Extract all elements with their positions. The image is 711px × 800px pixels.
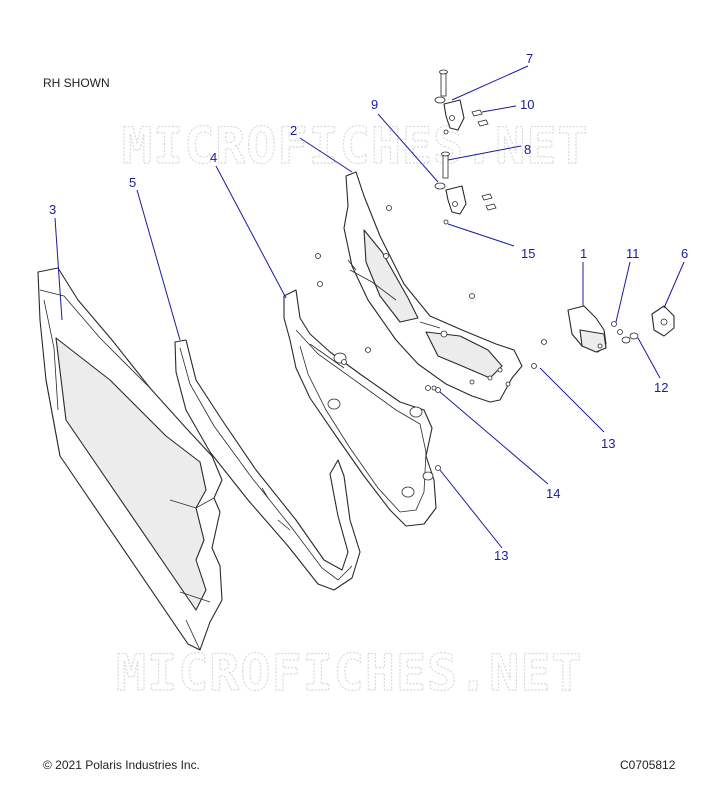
callout-1: 1 [580,246,587,261]
latch-screws [611,321,639,344]
door-seal-part [174,339,361,591]
callout-10: 10 [520,97,534,112]
callout-15: 15 [521,246,535,261]
callout-8: 8 [524,142,531,157]
inner-frame-part [283,289,437,527]
loose-screws [315,253,547,471]
lower-hinge-assembly [386,151,497,225]
leader-lines [54,65,685,549]
callout-13-upper: 13 [601,436,615,451]
callout-13-lower: 13 [494,548,508,563]
callout-12: 12 [654,380,668,395]
callout-14: 14 [546,486,560,501]
striker-plate-part [651,305,675,337]
callout-11: 11 [626,246,640,261]
callout-7: 7 [526,51,533,66]
callout-3: 3 [49,202,56,217]
view-note: RH SHOWN [43,76,110,90]
door-frame-part [343,171,523,403]
door-panel-part [37,267,223,651]
callout-labels: 1 2 3 4 5 6 7 8 9 10 11 12 13 13 14 15 [49,51,688,563]
callout-9: 9 [371,97,378,112]
watermark-top: MICROFICHES.NET [122,117,589,175]
upper-hinge-assembly [434,69,489,135]
callout-2: 2 [290,123,297,138]
watermark-bottom: MICROFICHES.NET [116,644,583,702]
copyright-text: © 2021 Polaris Industries Inc. [43,758,200,772]
latch-part [567,305,607,353]
callout-4: 4 [210,150,217,165]
callout-5: 5 [129,175,136,190]
callout-6: 6 [681,246,688,261]
drawing-number: C0705812 [620,758,676,772]
